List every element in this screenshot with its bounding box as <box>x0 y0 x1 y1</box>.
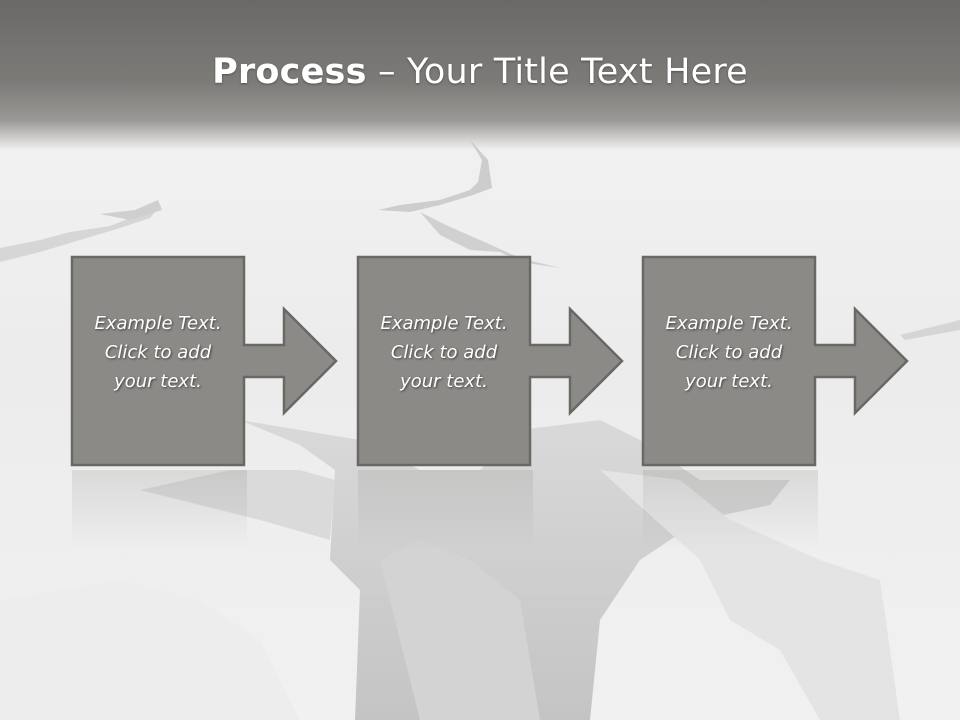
step-text[interactable]: Example Text. Click to add your text. <box>643 309 815 396</box>
arrow-shape <box>70 255 338 467</box>
step-text-line: Click to add <box>675 342 783 363</box>
step-reflection <box>643 470 818 550</box>
process-step-2[interactable]: Example Text. Click to add your text. <box>356 255 696 470</box>
process-step-3[interactable]: Example Text. Click to add your text. <box>641 255 960 470</box>
title-rest: – Your Title Text Here <box>366 52 748 92</box>
step-text-line: Click to add <box>104 342 212 363</box>
step-text-line: your text. <box>685 371 773 392</box>
step-text-line: Example Text. <box>380 313 508 334</box>
step-text-line: your text. <box>400 371 488 392</box>
title-bar <box>0 0 960 150</box>
title-bold: Process <box>212 52 367 92</box>
process-step-1[interactable]: Example Text. Click to add your text. <box>70 255 410 470</box>
step-reflection <box>358 470 533 550</box>
step-text-line: Example Text. <box>665 313 793 334</box>
slide-title[interactable]: Process – Your Title Text Here <box>0 52 960 92</box>
step-text[interactable]: Example Text. Click to add your text. <box>358 309 530 396</box>
step-text-line: your text. <box>114 371 202 392</box>
step-text-line: Click to add <box>390 342 498 363</box>
arrow-shape <box>641 255 909 467</box>
step-text-line: Example Text. <box>94 313 222 334</box>
step-reflection <box>72 470 247 550</box>
arrow-shape <box>356 255 624 467</box>
step-text[interactable]: Example Text. Click to add your text. <box>72 309 244 396</box>
